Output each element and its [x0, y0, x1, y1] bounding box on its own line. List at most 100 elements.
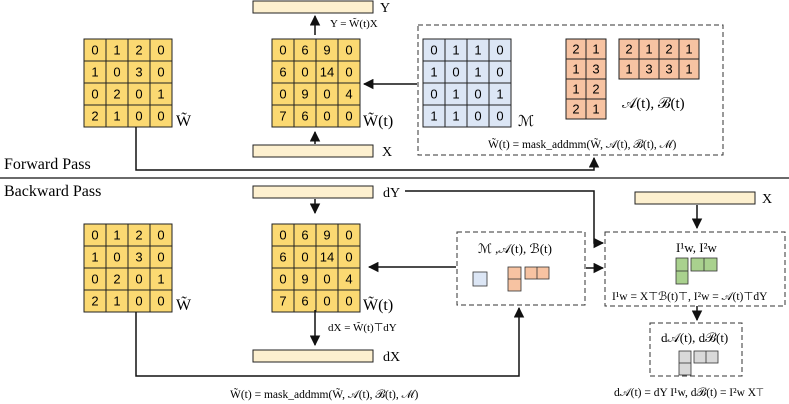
forward-mask-value: 1	[430, 109, 437, 124]
backward-mab-box	[456, 231, 586, 306]
backward-wt-value: 0	[279, 228, 286, 243]
backward-w-value: 1	[157, 272, 164, 287]
backward-x-bar	[634, 191, 756, 205]
backward-w-value: 0	[91, 228, 98, 243]
forward-wt-value: 0	[301, 65, 308, 80]
backward-w-label: W̃	[176, 296, 192, 314]
backward-wt-value: 9	[301, 272, 308, 287]
forward-wt-value: 4	[345, 87, 352, 102]
forward-wt-cell	[337, 104, 361, 128]
forward-a-value: 1	[572, 82, 579, 97]
forward-b-value: 2	[665, 42, 672, 57]
forward-mask-value: 0	[496, 43, 503, 58]
forward-mask-equation: W̃(t) = mask_addmm(W̃, 𝒜(t), ℬ(t), ℳ)	[488, 137, 676, 151]
forward-mask-value: 0	[496, 109, 503, 124]
forward-w-cell	[149, 104, 173, 128]
backward-intermediate-label: I¹w, I²w	[676, 240, 717, 255]
backward-x-label: X	[762, 192, 772, 207]
forward-wt-value: 9	[301, 87, 308, 102]
backward-wt-value: 0	[345, 294, 352, 309]
forward-mask-label: ℳ	[518, 114, 534, 130]
backward-wt-value: 9	[323, 228, 330, 243]
forward-wt-value: 14	[320, 65, 334, 80]
backward-w-value: 0	[135, 272, 142, 287]
backward-dy-bar	[252, 185, 374, 199]
backward-dab-label: d𝒜(t), dℬ(t)	[661, 330, 728, 345]
backward-wt-value: 7	[279, 294, 286, 309]
forward-x-label: X	[382, 145, 392, 160]
forward-a-value: 3	[592, 62, 599, 77]
forward-wt-value: 9	[323, 43, 330, 58]
backward-w-value: 0	[91, 272, 98, 287]
forward-mask-value: 1	[474, 43, 481, 58]
backward-w-value: 1	[113, 294, 120, 309]
backward-wt-value: 6	[279, 250, 286, 265]
forward-wt-value: 6	[301, 109, 308, 124]
backward-wt-cell	[337, 289, 361, 313]
forward-mask-cell	[488, 104, 512, 128]
backward-arrow-w-to-box	[135, 306, 525, 377]
backward-w-value: 2	[135, 228, 142, 243]
backward-mab-label: ℳ ,𝒜(t), ℬ(t)	[478, 241, 552, 256]
backward-w-value: 1	[113, 228, 120, 243]
forward-wt-value: 0	[323, 87, 330, 102]
backward-wt-value: 0	[301, 250, 308, 265]
forward-w-value: 3	[135, 65, 142, 80]
forward-w-value: 2	[135, 43, 142, 58]
forward-x-bar	[252, 144, 374, 158]
forward-wt-label: W̃(t)	[363, 112, 393, 130]
backward-dx-bar	[252, 349, 374, 363]
forward-arrow-w-to-box	[135, 127, 600, 171]
backward-w-value: 0	[157, 250, 164, 265]
forward-w-value: 1	[157, 87, 164, 102]
forward-w-value: 0	[91, 43, 98, 58]
backward-w-cell	[149, 289, 173, 313]
forward-mask-value: 0	[430, 87, 437, 102]
forward-mask-value: 0	[474, 109, 481, 124]
forward-b-value: 2	[625, 42, 632, 57]
backward-w-value: 2	[91, 294, 98, 309]
backward-pass-title: Backward Pass	[4, 183, 101, 200]
forward-wt-value: 6	[301, 43, 308, 58]
forward-w-value: 0	[157, 109, 164, 124]
forward-w-value: 0	[157, 43, 164, 58]
backward-wt-value: 0	[345, 228, 352, 243]
forward-a-cell	[585, 98, 607, 120]
forward-w-value: 0	[91, 87, 98, 102]
forward-a-value: 2	[592, 82, 599, 97]
forward-w-label: W̃	[176, 112, 192, 130]
forward-wt-value: 0	[345, 43, 352, 58]
forward-wt-value: 0	[279, 43, 286, 58]
forward-w-value: 1	[113, 43, 120, 58]
backward-wt-value: 4	[345, 272, 352, 287]
forward-y-label: Y	[380, 1, 390, 16]
forward-b-value: 1	[685, 62, 692, 77]
backward-wt-value: 0	[323, 272, 330, 287]
forward-lowrank-box	[417, 24, 724, 156]
backward-dy-label: dY	[383, 186, 400, 201]
backward-intermediate-equation: I¹w = X⊤ℬ(t)⊤, I²w = 𝒜(t)⊤dY	[612, 290, 768, 303]
backward-wt-value: 0	[323, 294, 330, 309]
forward-y-equation: Y = W̃(t)X	[330, 17, 378, 30]
forward-mask-value: 1	[430, 65, 437, 80]
forward-w-value: 0	[135, 109, 142, 124]
forward-w-value: 2	[113, 87, 120, 102]
backward-w-value: 0	[135, 294, 142, 309]
forward-b-value: 1	[685, 42, 692, 57]
forward-wt-value: 7	[279, 109, 286, 124]
backward-mask-icon	[472, 271, 488, 287]
forward-ab-label: 𝒜(t), ℬ(t)	[622, 96, 685, 112]
forward-mask-value: 1	[496, 87, 503, 102]
forward-w-value: 0	[157, 65, 164, 80]
backward-w-value: 0	[157, 228, 164, 243]
backward-w-value: 3	[135, 250, 142, 265]
forward-mask-value: 0	[452, 65, 459, 80]
forward-w-value: 0	[113, 65, 120, 80]
forward-w-value: 2	[91, 109, 98, 124]
